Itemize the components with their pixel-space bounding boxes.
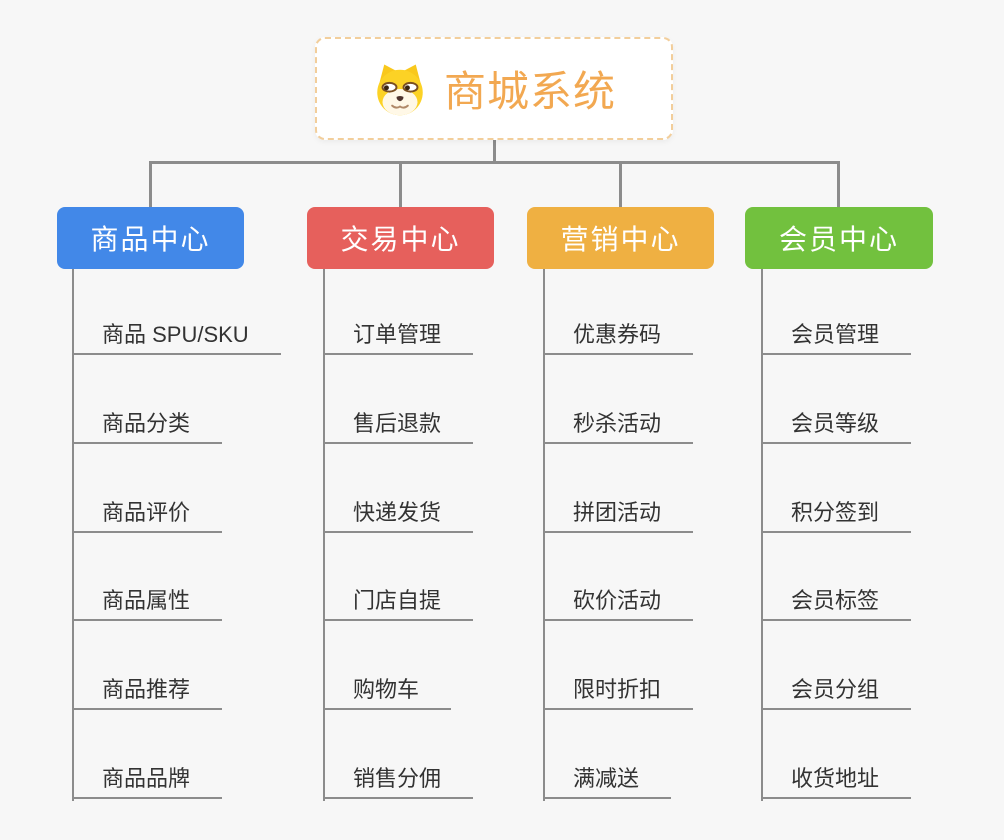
leaf-list-member-center: 会员管理 会员等级 积分签到 会员标签 会员分组 收货地址 xyxy=(761,317,912,799)
leaf-list-marketing-center: 优惠券码 秒杀活动 拼团活动 砍价活动 限时折扣 满减送 xyxy=(543,317,694,799)
root-connector-line xyxy=(493,140,496,163)
leaf-item[interactable]: 商品 SPU/SKU xyxy=(72,317,281,355)
leaf-item[interactable]: 会员管理 xyxy=(761,317,912,355)
leaf-list-trade-center: 订单管理 售后退款 快递发货 门店自提 购物车 销售分佣 xyxy=(323,317,474,799)
leaf-item[interactable]: 商品分类 xyxy=(72,406,223,444)
branch-header-product-center[interactable]: 商品中心 xyxy=(57,207,244,269)
leaf-item[interactable]: 商品属性 xyxy=(72,583,223,622)
leaf-item[interactable]: 限时折扣 xyxy=(543,672,694,711)
leaf-item[interactable]: 商品评价 xyxy=(72,495,223,533)
leaf-item[interactable]: 会员分组 xyxy=(761,672,912,711)
leaf-item[interactable]: 销售分佣 xyxy=(323,761,474,799)
root-node[interactable]: 商城系统 xyxy=(315,37,673,140)
branch-drop-line xyxy=(619,161,622,208)
trunk-line-marketing xyxy=(543,269,545,801)
leaf-list-product-center: 商品 SPU/SKU 商品分类 商品评价 商品属性 商品推荐 商品品牌 xyxy=(72,317,281,799)
leaf-item[interactable]: 快递发货 xyxy=(323,495,474,533)
leaf-item[interactable]: 收货地址 xyxy=(761,761,912,799)
root-title: 商城系统 xyxy=(443,68,616,115)
branch-header-trade-center[interactable]: 交易中心 xyxy=(307,207,494,269)
branch-bus-line xyxy=(149,161,840,164)
branch-drop-line xyxy=(837,161,840,208)
branch-header-member-center[interactable]: 会员中心 xyxy=(745,207,933,269)
leaf-item[interactable]: 会员等级 xyxy=(761,406,912,444)
leaf-item[interactable]: 积分签到 xyxy=(761,495,912,533)
branch-drop-line xyxy=(399,161,402,208)
trunk-line-trade xyxy=(323,269,325,801)
trunk-line-member xyxy=(761,269,763,801)
leaf-item[interactable]: 拼团活动 xyxy=(543,495,694,533)
leaf-item[interactable]: 会员标签 xyxy=(761,583,912,622)
leaf-item[interactable]: 门店自提 xyxy=(323,583,474,622)
leaf-item[interactable]: 订单管理 xyxy=(323,317,474,355)
dog-face-icon xyxy=(377,64,423,115)
leaf-item[interactable]: 秒杀活动 xyxy=(543,406,694,444)
leaf-item[interactable]: 优惠券码 xyxy=(543,317,694,355)
leaf-item[interactable]: 满减送 xyxy=(543,761,672,799)
leaf-item[interactable]: 售后退款 xyxy=(323,406,474,444)
leaf-item[interactable]: 商品推荐 xyxy=(72,672,223,711)
leaf-item[interactable]: 购物车 xyxy=(323,672,452,711)
trunk-line-product xyxy=(72,269,74,801)
leaf-item[interactable]: 商品品牌 xyxy=(72,761,223,799)
branch-drop-line xyxy=(149,161,152,208)
branch-header-marketing-center[interactable]: 营销中心 xyxy=(527,207,714,269)
leaf-item[interactable]: 砍价活动 xyxy=(543,583,694,622)
